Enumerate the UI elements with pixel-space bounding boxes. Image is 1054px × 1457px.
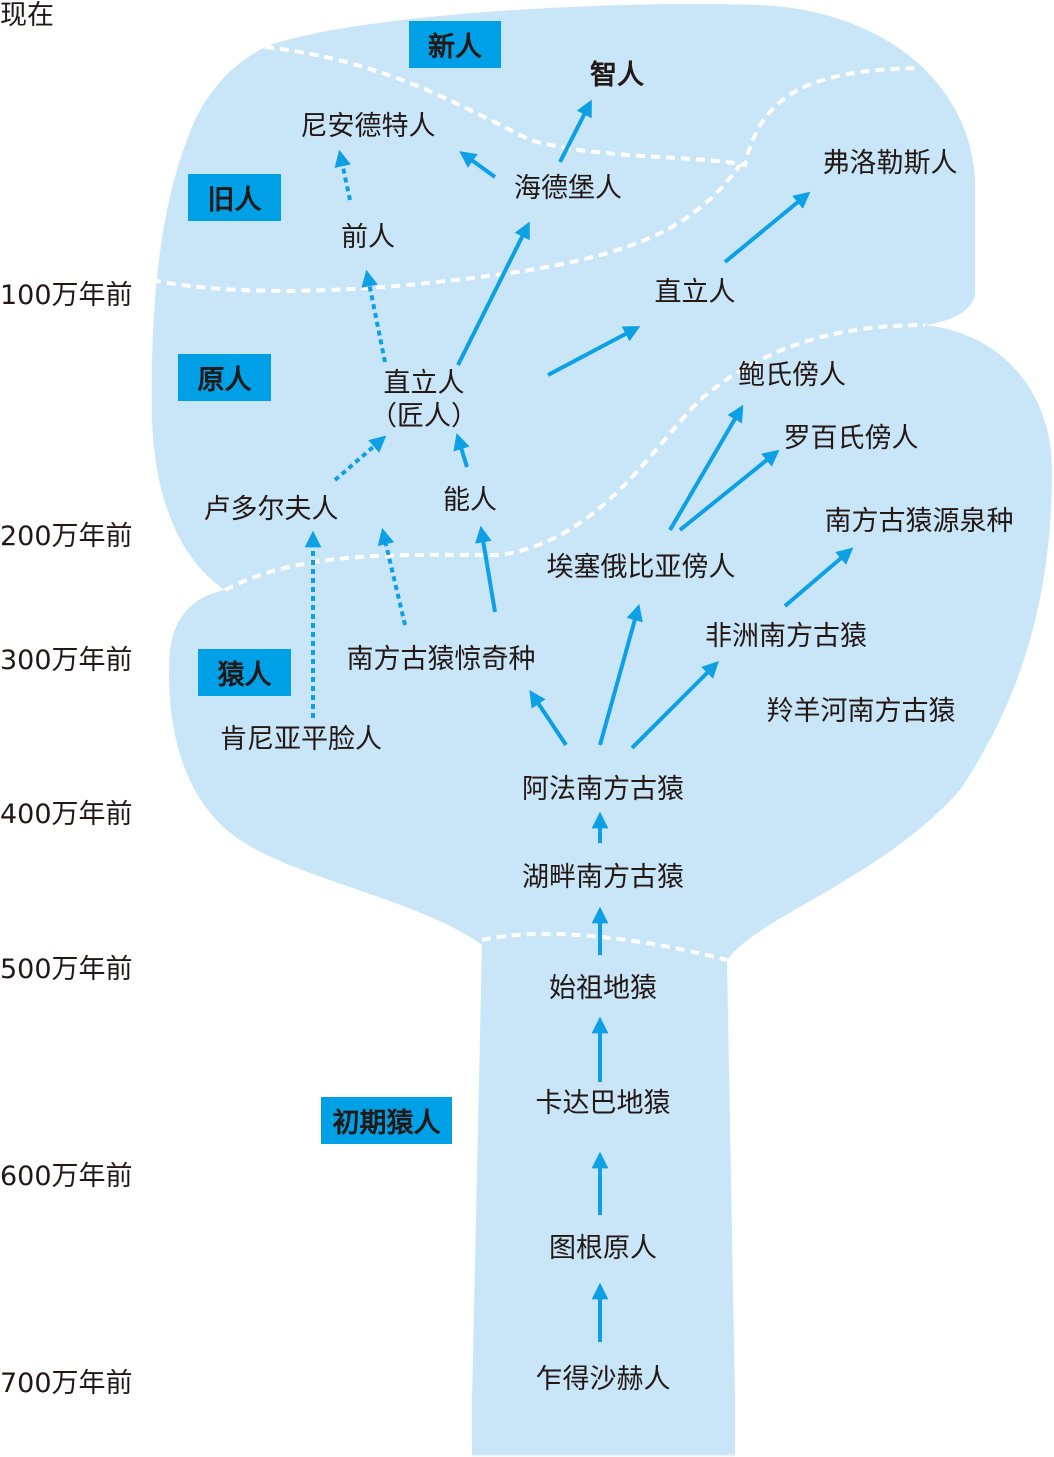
group-label-early: 初期猿人 [321,1097,452,1144]
species-sediba: 南方古猿源泉种 [824,506,1014,537]
arrow-solid [678,449,780,532]
species-bahrelghazali: 羚羊河南方古猿 [766,696,956,727]
arrow-solid [459,151,497,179]
arrow-solid [558,99,592,163]
group-label-ape: 猿人 [198,649,291,696]
time-label: 现在 [0,0,54,31]
group-label-old: 旧人 [188,174,281,221]
species-africanus: 非洲南方古猿 [705,621,867,652]
arrow-solid [456,221,530,366]
species-kenyanthropus: 肯尼亚平脸人 [220,724,382,755]
species-habilis: 能人 [443,485,497,516]
time-label: 500万年前 [0,954,133,985]
species-rudolfensis: 卢多尔夫人 [203,494,339,525]
arrows [304,99,854,1342]
arrow-dashed [377,527,407,626]
species-sapiens: 智人 [590,60,644,91]
evolution-region [151,4,1052,1401]
species-erectus: 直立人 [654,277,736,308]
species-erectus-ergaster: 直立人 [383,368,465,399]
arrow-solid [723,191,811,264]
time-label: 100万年前 [0,280,133,311]
arrow-solid [598,603,643,746]
species-afarensis: 阿法南方古猿 [522,774,684,805]
species-heidelberg: 海德堡人 [514,173,622,204]
species-sahelanthropus: 乍得沙赫人 [535,1364,671,1395]
boundary-new-old [264,45,919,168]
arrow-solid [668,404,744,532]
arrow-dashed [333,435,387,482]
time-label: 700万年前 [0,1368,133,1399]
species-floresiensis: 弗洛勒斯人 [822,148,958,179]
arrow-solid [453,432,470,468]
group-label-archaic: 原人 [178,354,271,401]
species-anamensis: 湖畔南方古猿 [522,862,684,893]
species-antecessor: 前人 [341,222,395,253]
species-robustus: 罗百氏傍人 [783,423,919,454]
arrow-solid [547,326,641,377]
arrow-dashed [334,149,352,201]
species-aethiopicus: 埃塞俄比亚傍人 [546,552,736,583]
era-boundaries [151,45,926,962]
boundary-archaic-ape [224,323,926,592]
species-boisei: 鲍氏傍人 [738,360,846,391]
species-ergaster: （匠人） [370,401,478,432]
species-neanderthal: 尼安德特人 [300,111,436,142]
time-label: 200万年前 [0,521,133,552]
time-label: 600万年前 [0,1161,133,1192]
arrow-solid [783,547,854,608]
species-kadabba: 卡达巴地猿 [535,1088,671,1119]
group-label-new: 新人 [409,21,501,68]
species-ramidus: 始祖地猿 [549,973,657,1004]
species-garhi: 南方古猿惊奇种 [346,644,536,675]
boundary-ape-early [481,931,728,962]
arrow-solid [529,690,568,747]
boundary-old-archaic [151,163,742,293]
time-label: 400万年前 [0,799,133,830]
arrow-solid [475,525,497,613]
arrow-solid [630,661,719,750]
time-label: 300万年前 [0,645,133,676]
species-orrorin: 图根原人 [549,1233,657,1264]
early-trunk-fade [472,1390,735,1457]
